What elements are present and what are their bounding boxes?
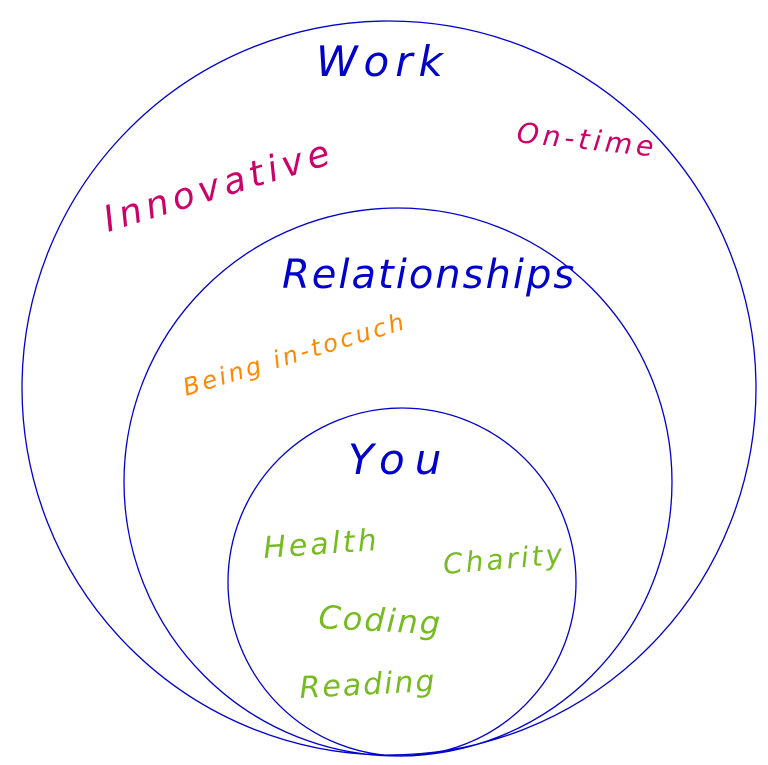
being-in-touch-label: Being in-tocuch [180,307,410,402]
reading-label: Reading [299,664,438,706]
charity-label: Charity [442,537,567,581]
health-label: Health [262,523,381,566]
on-time-label: On-time [515,116,659,164]
you-title: You [348,435,451,484]
relationships-title: Relationships [282,252,576,298]
you-circle [227,407,577,757]
work-title: Work [316,37,449,86]
coding-label: Coding [318,598,444,642]
